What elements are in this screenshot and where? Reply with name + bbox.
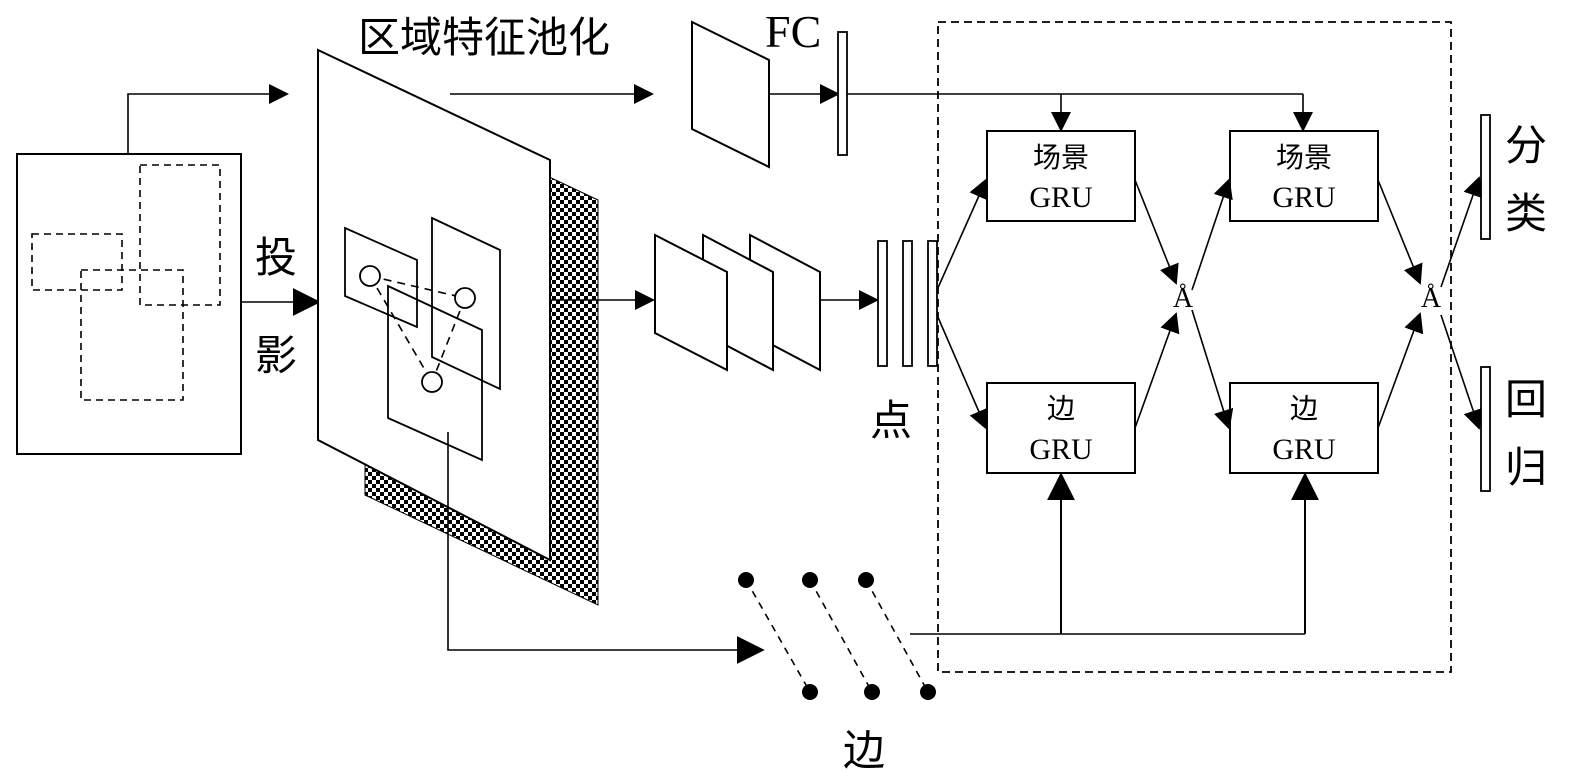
node-label: 点 (870, 396, 912, 445)
graph-node-3 (421, 371, 443, 393)
edge-gru-1: 边 GRU (986, 382, 1136, 474)
edge-gru-1-sub: GRU (1029, 433, 1093, 466)
scene-gru-1-title: 场景 (1033, 141, 1089, 174)
regress-label-1: 回 (1505, 375, 1547, 424)
region-feature-sheets (654, 233, 821, 372)
projection-label-1: 投 (255, 233, 297, 282)
node-feature-bars (877, 240, 938, 367)
scene-gru-2: 场景 GRU (1229, 130, 1379, 222)
projection-label-2: 影 (255, 331, 297, 380)
edge-gru-1-title: 边 (1047, 392, 1075, 425)
classify-bar (1480, 114, 1491, 240)
pooled-feature-sheet (691, 20, 770, 169)
edge-label: 边 (843, 726, 885, 775)
fc-bar (837, 31, 848, 156)
roi-plane-3 (387, 284, 483, 462)
edge-gru-2: 边 GRU (1229, 382, 1379, 474)
regress-bar (1480, 366, 1491, 492)
feature-map (317, 48, 599, 606)
merge-symbol-2: Å (1421, 283, 1442, 314)
map-to-edges-arrow (447, 432, 765, 664)
regress-label-2: 归 (1505, 443, 1547, 492)
scene-gru-1: 场景 GRU (986, 130, 1136, 222)
graph-node-2 (454, 287, 476, 309)
roi-plane-2 (431, 216, 501, 391)
input-image (16, 153, 242, 455)
graph-node-1 (359, 265, 381, 287)
region-box-1 (139, 164, 221, 306)
region-pooling-label: 区域特征池化 (358, 13, 610, 62)
scene-gru-2-sub: GRU (1272, 181, 1336, 214)
region-box-3 (80, 269, 184, 401)
iteration-container (937, 21, 1452, 673)
fc-label: FC (765, 6, 821, 57)
scene-gru-2-title: 场景 (1276, 141, 1332, 174)
merge-symbol-1: Å (1173, 283, 1194, 314)
scene-gru-1-sub: GRU (1029, 181, 1093, 214)
edge-gru-2-title: 边 (1290, 392, 1318, 425)
image-to-pooling-arrow (127, 84, 289, 154)
roi-plane-1 (344, 226, 418, 329)
classify-label-1: 分 (1505, 121, 1547, 170)
edge-gru-2-sub: GRU (1272, 433, 1336, 466)
edge-pairs (738, 572, 936, 700)
region-box-2 (31, 233, 123, 291)
classify-label-2: 类 (1505, 189, 1547, 238)
